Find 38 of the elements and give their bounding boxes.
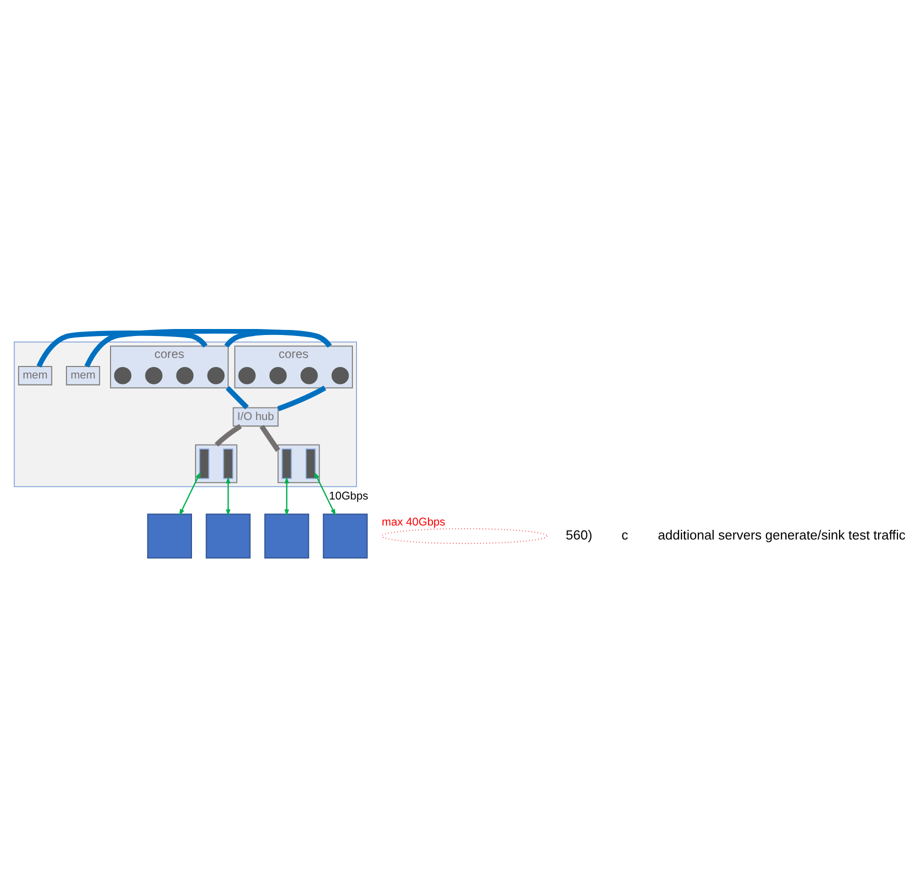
node-bar xyxy=(306,448,316,480)
label: additional servers generate/sink test traffic xyxy=(658,527,906,542)
arrow xyxy=(226,476,230,516)
node-box xyxy=(322,514,368,558)
cluster: cores xyxy=(234,346,353,388)
node-bar xyxy=(223,448,234,480)
cluster: cores xyxy=(110,346,229,388)
connector xyxy=(224,330,332,348)
node-circle xyxy=(332,367,349,384)
node-ellipse xyxy=(381,528,548,544)
connector xyxy=(214,424,242,447)
arrow xyxy=(284,476,290,516)
node-circle xyxy=(269,367,287,384)
cluster xyxy=(14,342,357,488)
node-label: max 40Gbps xyxy=(382,516,446,528)
node-circle xyxy=(114,367,132,384)
edge-label: 10Gbps xyxy=(329,490,368,503)
connector xyxy=(260,424,280,452)
node-box: mem xyxy=(18,366,52,386)
connector xyxy=(277,386,326,412)
node-circle xyxy=(145,367,162,384)
node-bar xyxy=(282,448,292,480)
node-bar xyxy=(199,448,210,480)
node-box xyxy=(206,514,251,558)
label: c xyxy=(622,527,628,542)
arrow xyxy=(314,472,336,516)
node-circle xyxy=(176,367,194,384)
node-box: I/O hub xyxy=(232,407,279,427)
connector xyxy=(36,330,208,368)
connector xyxy=(84,329,332,368)
node-circle xyxy=(238,367,256,384)
node-box xyxy=(264,514,310,558)
node-circle xyxy=(207,367,225,384)
arrow xyxy=(179,472,200,516)
label: 560) xyxy=(566,527,592,542)
node-box: mem xyxy=(66,366,100,386)
node-box xyxy=(147,514,192,558)
node-circle xyxy=(300,367,318,384)
